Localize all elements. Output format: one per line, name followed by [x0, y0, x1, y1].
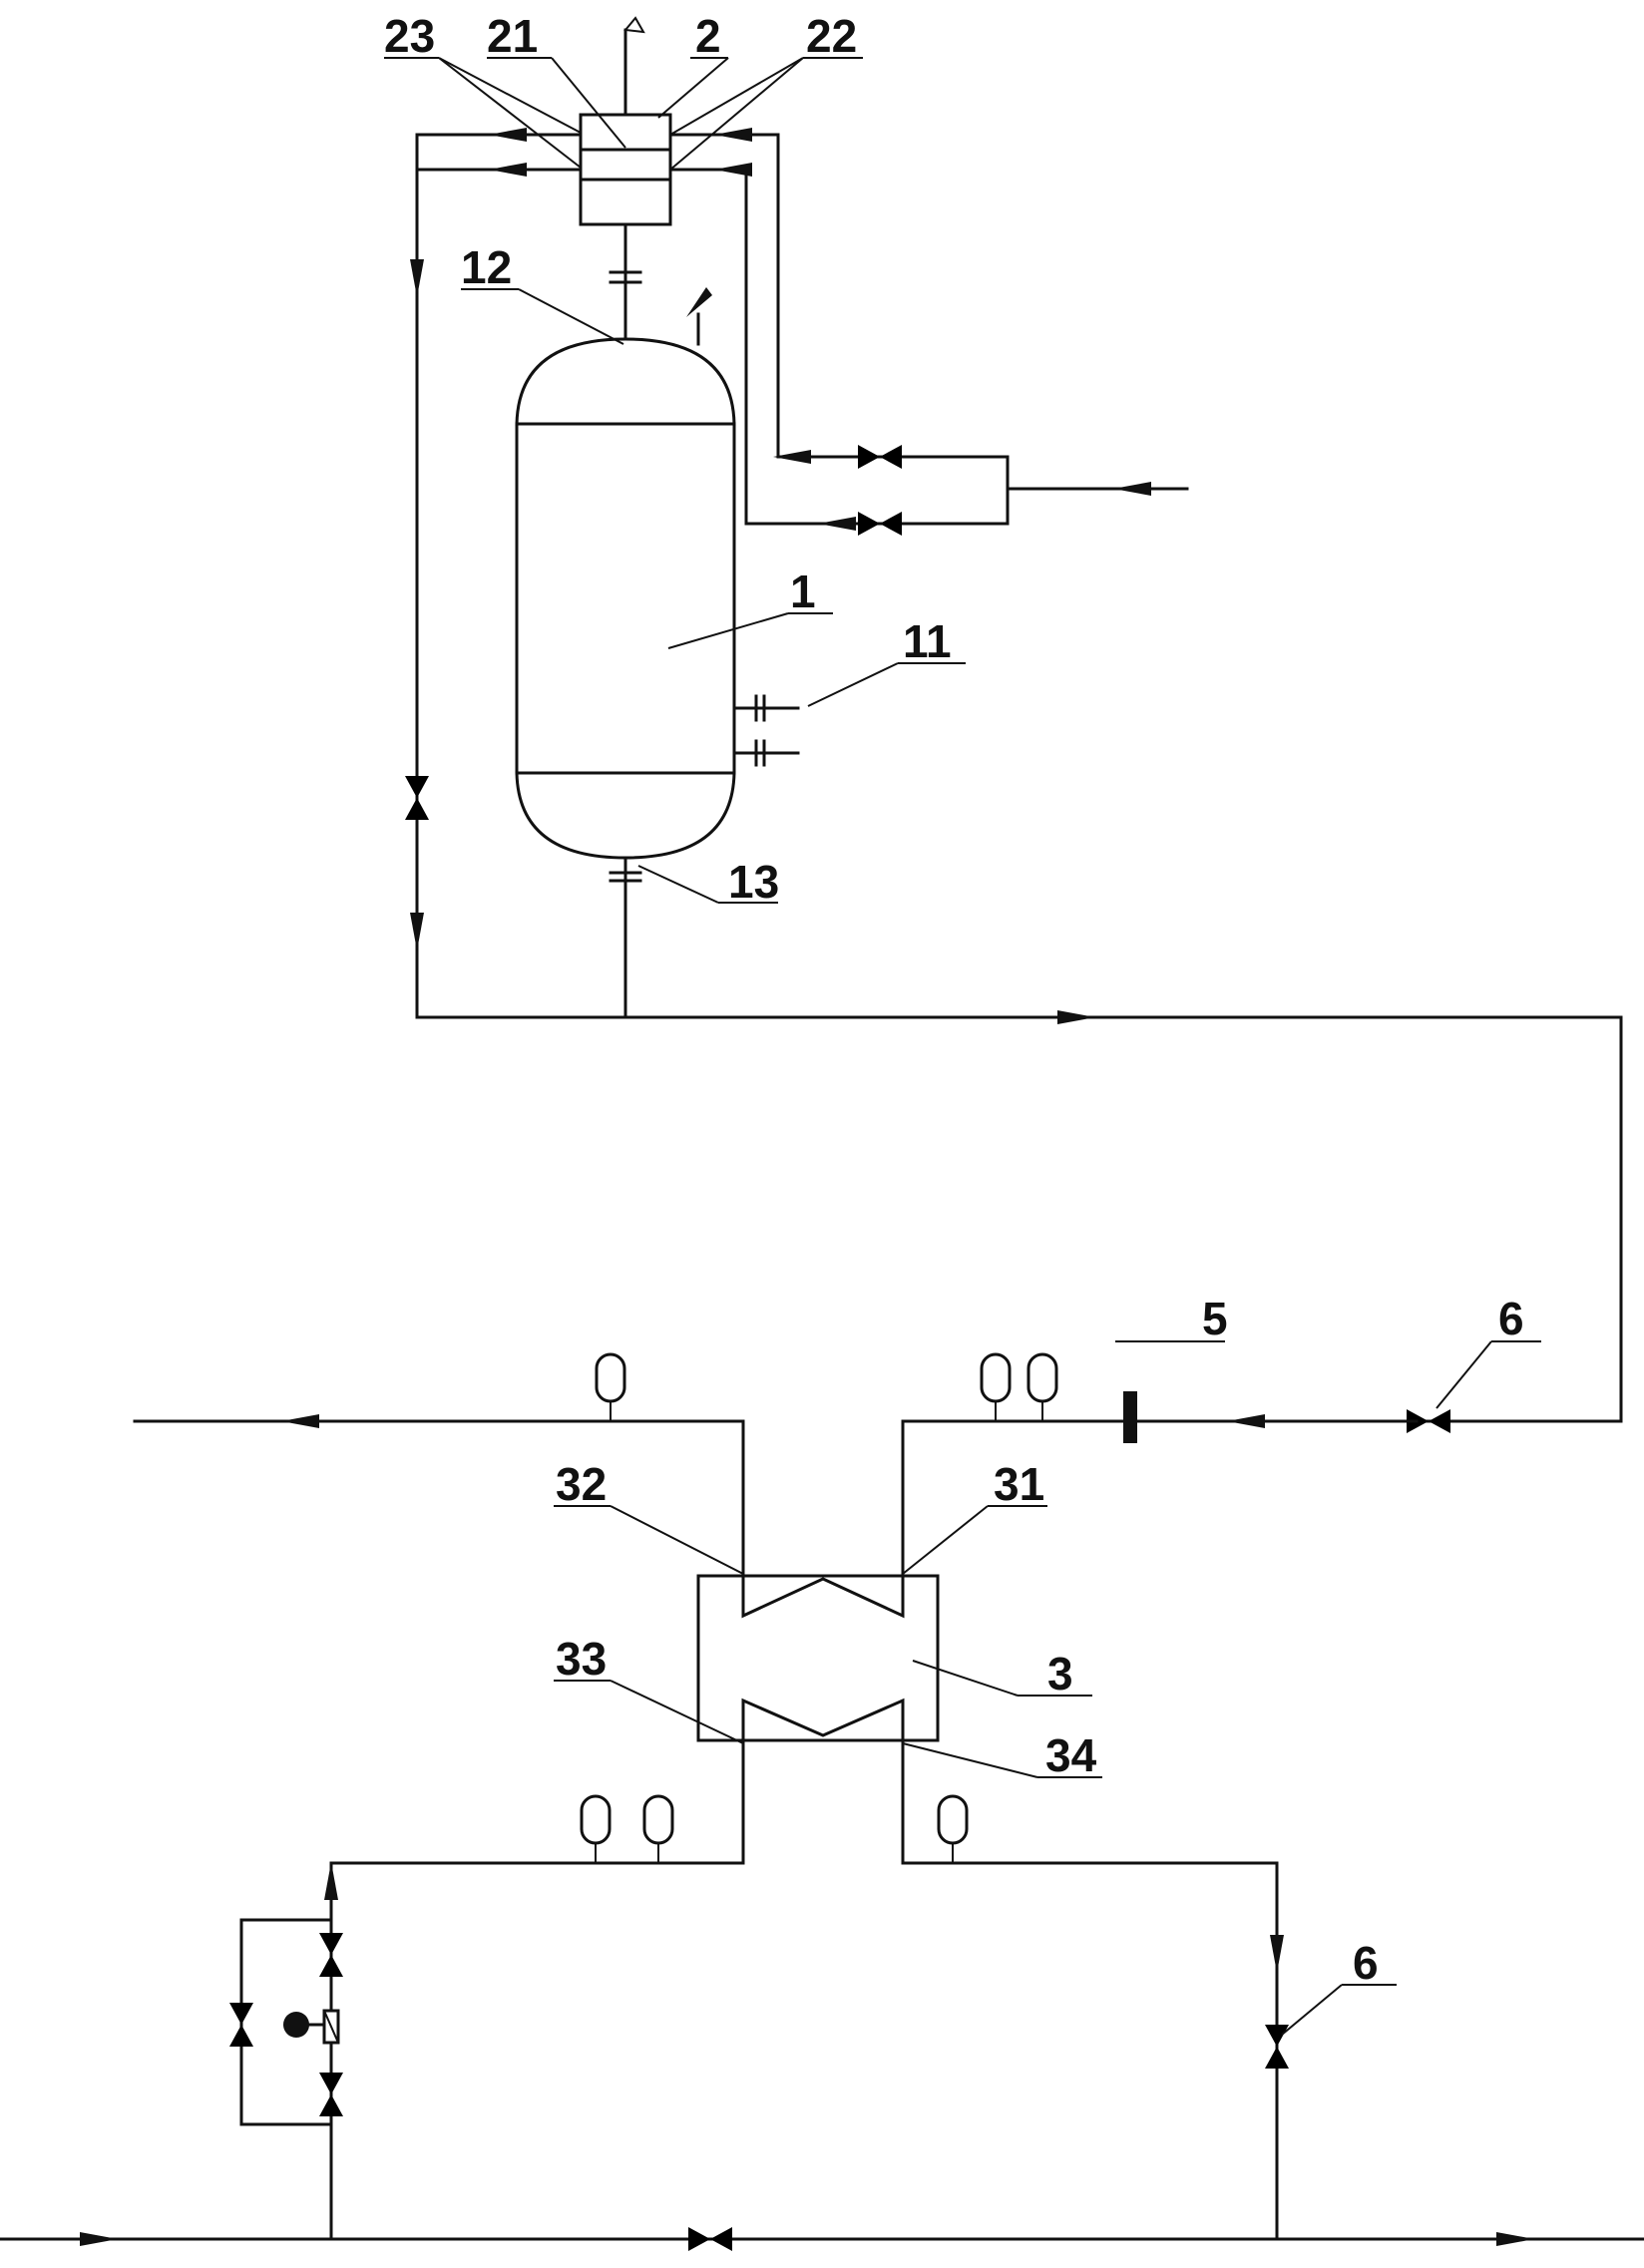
valve-bypass-left: [405, 776, 429, 820]
label-5: 5: [1202, 1293, 1228, 1344]
label-33: 33: [556, 1633, 607, 1685]
label-31: 31: [994, 1458, 1044, 1510]
label-13: 13: [728, 856, 779, 908]
vent-flag-icon: [623, 16, 645, 34]
valve-station-upper: [319, 1933, 343, 1977]
label-3: 3: [1047, 1648, 1073, 1700]
valve-station-bypass: [229, 2003, 253, 2047]
device-2: [579, 16, 672, 341]
label-34: 34: [1045, 1729, 1097, 1781]
label-21: 21: [487, 10, 538, 62]
label-6-lower: 6: [1353, 1937, 1379, 1989]
gauges: [580, 1352, 1137, 1863]
label-12: 12: [461, 241, 512, 293]
upper-piping: [405, 128, 1623, 1433]
label-22: 22: [806, 10, 857, 62]
actuator-icon: [283, 2012, 309, 2038]
filter-5-icon: [1123, 1391, 1137, 1443]
relief-valve-icon: [686, 287, 712, 317]
label-2: 2: [695, 10, 721, 62]
valve-feed-upper: [858, 445, 902, 469]
vessel-1: [515, 287, 800, 1019]
label-6-upper: 6: [1498, 1293, 1524, 1344]
valve-main-bypass: [688, 2227, 732, 2251]
label-23: 23: [384, 10, 435, 62]
valve-station-lower: [319, 2073, 343, 2116]
label-1: 1: [790, 566, 816, 617]
main-line: [0, 1862, 1644, 2251]
label-32: 32: [556, 1458, 607, 1510]
labels: 23 21 2 22 12 1 11 13 5 6 32 31 3 33 34 …: [384, 10, 1524, 1989]
leader-lines: [384, 57, 1541, 2036]
label-11: 11: [903, 615, 952, 667]
valve-feed-lower: [858, 512, 902, 536]
